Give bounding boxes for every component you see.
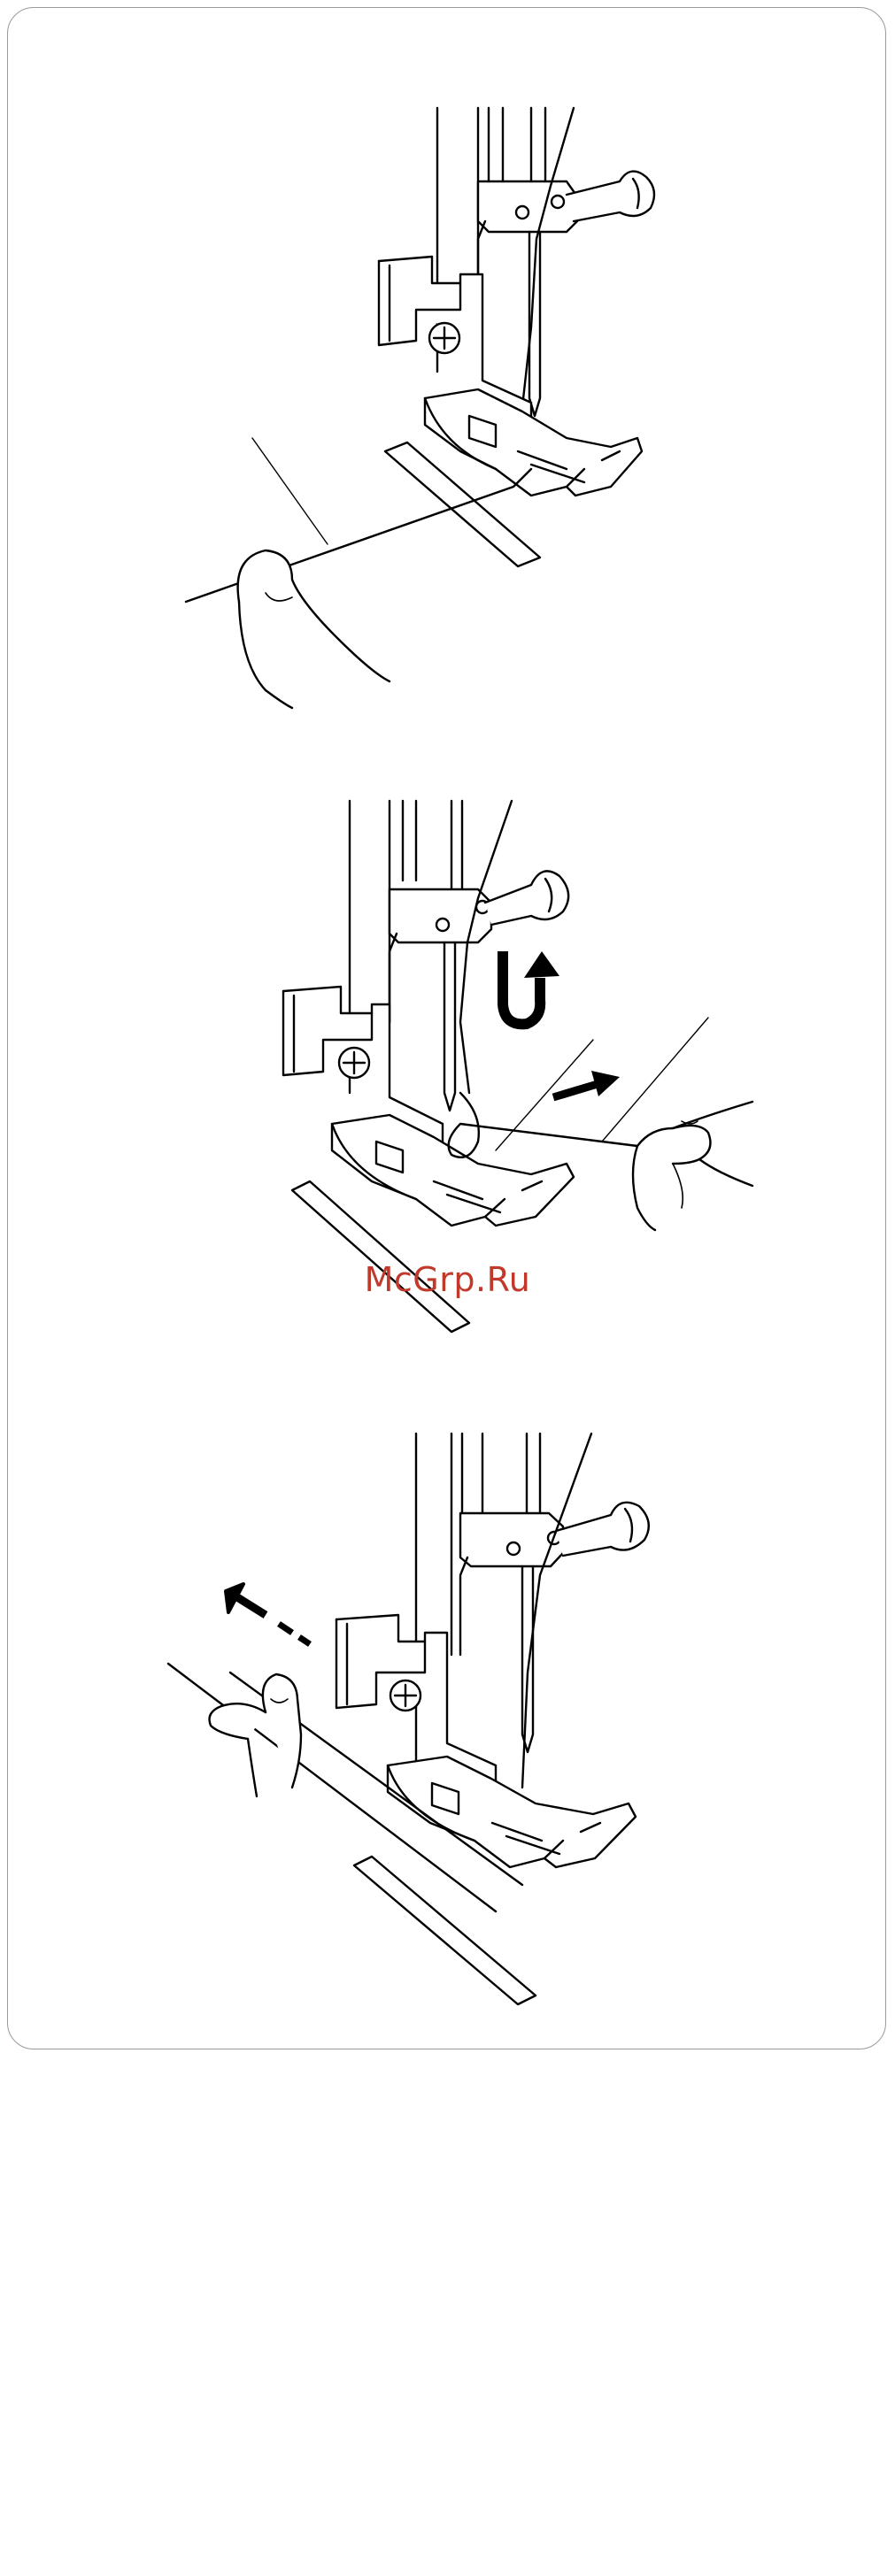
step-3-illustration: [0, 1416, 895, 2088]
step-2-illustration: [0, 792, 895, 1465]
presser-foot-sew-backward-icon: [0, 1416, 895, 2088]
watermark-text: McGrp.Ru: [0, 1260, 895, 1299]
presser-foot-pull-thread-icon: [0, 97, 895, 770]
step-1-illustration: [0, 97, 895, 770]
blank-page-area: [0, 2053, 895, 2576]
presser-foot-thread-loop-icon: [0, 792, 895, 1465]
